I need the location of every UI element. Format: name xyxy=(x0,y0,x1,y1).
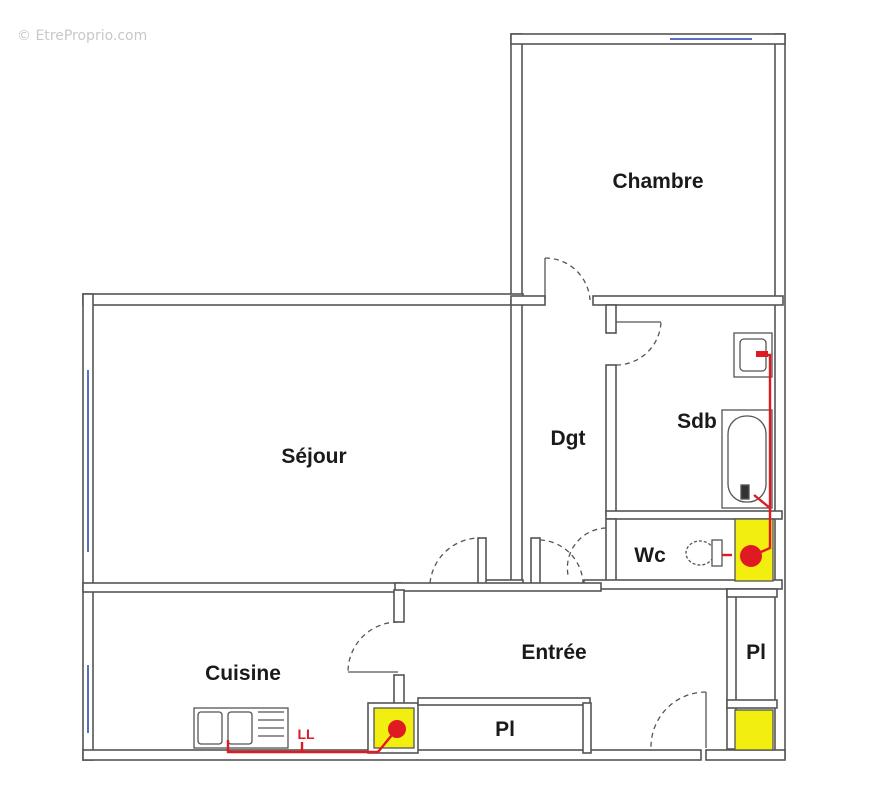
kitchen-sink xyxy=(193,707,289,749)
wall-sdb-wc xyxy=(605,510,783,520)
wall-sdb-left-lower xyxy=(605,364,617,516)
label-cuisine: Cuisine xyxy=(205,662,281,685)
label-dgt: Dgt xyxy=(551,427,586,450)
wall-sejour-cuisine xyxy=(82,582,402,593)
wall-chambre-right xyxy=(774,33,786,759)
wall-cuisine-entree-bottom xyxy=(393,674,405,706)
wall-cuisine-entree-top xyxy=(393,589,405,623)
door-sdb xyxy=(615,321,662,366)
wall-chambre-left xyxy=(510,33,523,301)
door-arcs xyxy=(347,257,707,749)
windows xyxy=(87,38,752,733)
sdb-fixtures xyxy=(721,332,773,509)
walls xyxy=(82,33,786,761)
door-dgt xyxy=(539,539,584,584)
label-sejour: Séjour xyxy=(281,445,346,468)
wall-dgt-post xyxy=(530,537,541,589)
wall-placard-right xyxy=(582,702,592,754)
label-sdb: Sdb xyxy=(677,410,717,433)
door-cuisine xyxy=(347,621,399,673)
wall-chambre-bottom-right xyxy=(592,295,784,306)
label-wc: Wc xyxy=(634,544,666,567)
wall-placard-top xyxy=(417,697,591,706)
pipe-endpoint-kitchen xyxy=(388,720,406,738)
door-chambre xyxy=(544,257,591,301)
wall-pl-right-top xyxy=(726,588,778,598)
wall-sejour-dgt xyxy=(510,299,523,591)
door-sejour xyxy=(429,537,481,584)
wc-toilet xyxy=(685,539,723,567)
wall-entree-top xyxy=(394,582,602,592)
duct-bottom-right xyxy=(734,709,774,751)
watermark: © EtreProprio.com xyxy=(17,28,147,44)
label-ll: LL xyxy=(297,726,315,742)
pipe-endpoints xyxy=(388,351,768,738)
label-placard-right: Pl xyxy=(746,641,766,664)
wall-sdb-left xyxy=(605,304,617,334)
door-wc xyxy=(566,527,607,576)
wall-sejour-jamb xyxy=(477,537,487,587)
door-entree xyxy=(650,691,707,749)
room-labels: Chambre Séjour Dgt Sdb Wc Entrée Cuisine… xyxy=(205,170,766,742)
label-chambre: Chambre xyxy=(612,170,703,193)
label-entree: Entrée xyxy=(521,641,586,664)
label-placard-entree: Pl xyxy=(495,718,515,741)
wall-sejour-top xyxy=(82,293,524,306)
wall-bottom-right xyxy=(705,749,786,761)
wall-chambre-top xyxy=(510,33,786,45)
wall-pl-right-mid xyxy=(726,699,778,709)
wall-wc-left xyxy=(605,518,617,586)
wall-chambre-bottom-left xyxy=(510,295,546,306)
pipe-endpoint-sdb xyxy=(740,545,762,567)
